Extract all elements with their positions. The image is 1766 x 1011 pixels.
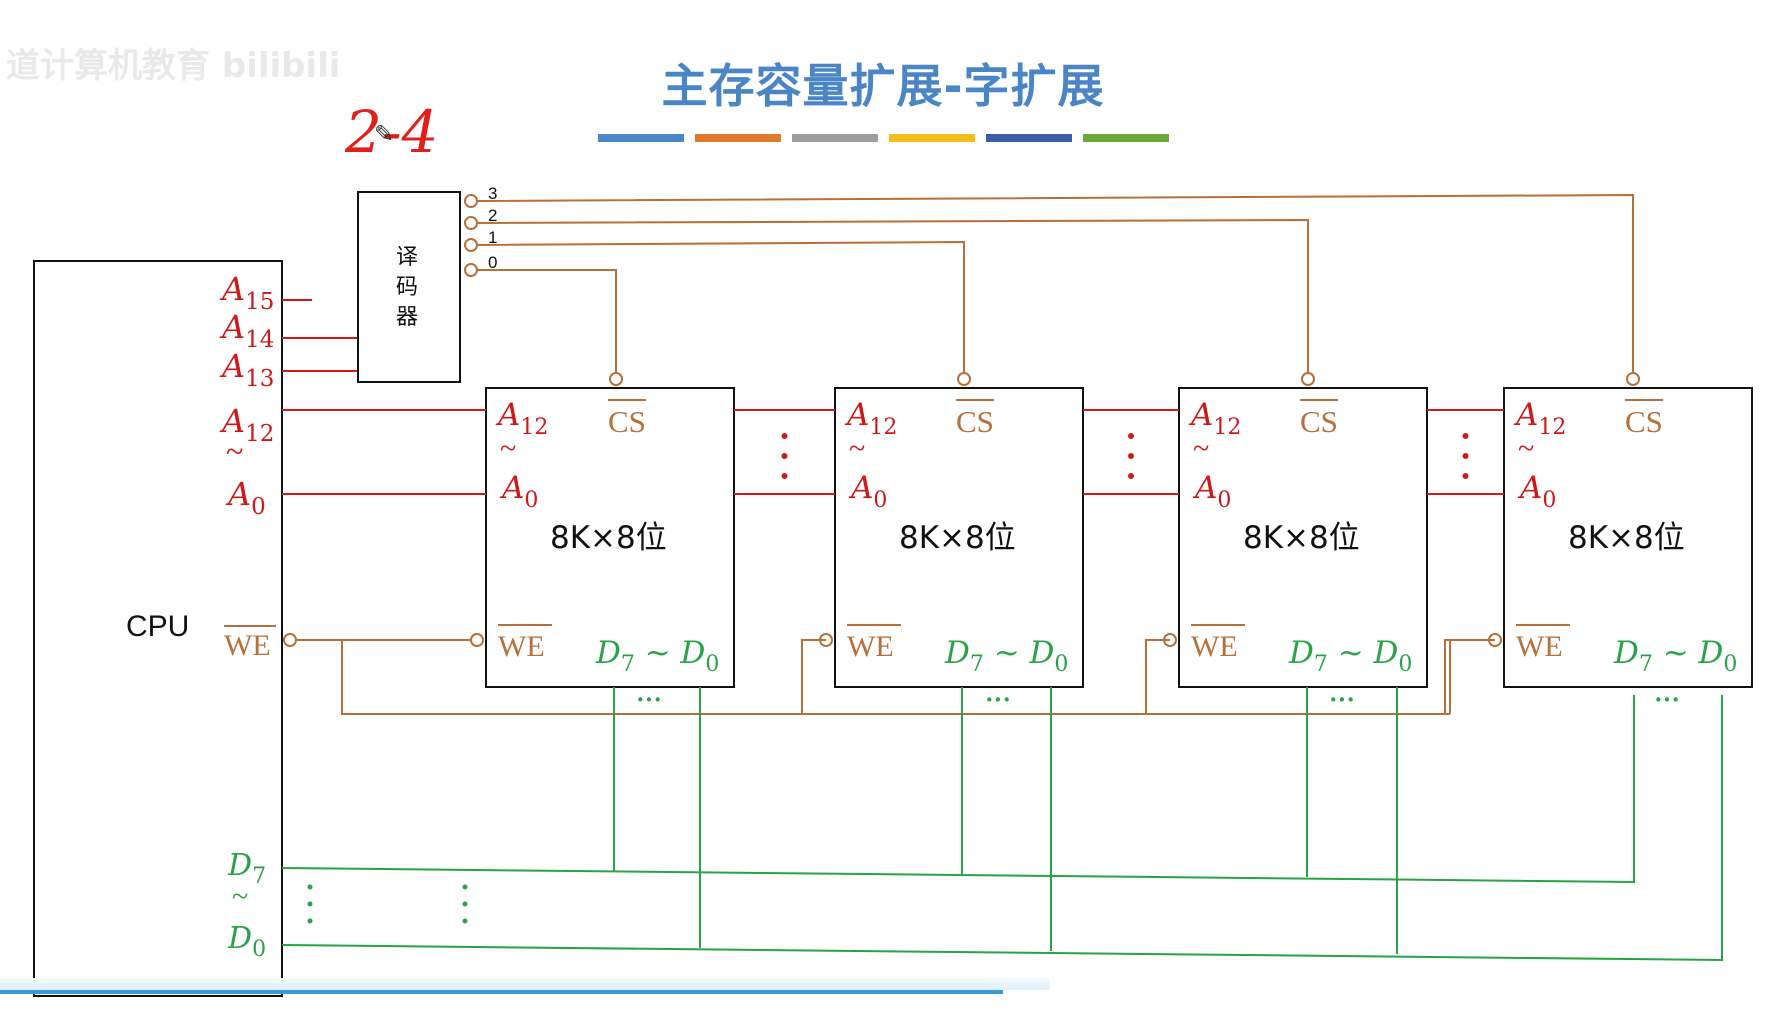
chip-4-a0: A0 xyxy=(1517,470,1556,513)
cpu-pin-d0: D0 xyxy=(227,921,266,962)
chip-4-data-dots: ··· xyxy=(1654,685,1680,714)
color-bar-2 xyxy=(695,134,781,142)
bus-addr-dot xyxy=(1128,473,1134,479)
chip-1-data-dots: ··· xyxy=(636,685,662,714)
decoder-label: 码 xyxy=(396,275,418,300)
chip-1-cs-bubble xyxy=(609,372,623,386)
color-bar-4 xyxy=(889,134,975,142)
chip-4-cs: CS xyxy=(1625,404,1663,439)
decoder-output-bubble-1 xyxy=(464,238,478,252)
bus-data-dot xyxy=(462,884,468,890)
chip-3-addr-tilde: ~ xyxy=(1193,432,1209,465)
chip-3-capacity: 8K×8位 xyxy=(1243,520,1360,556)
watermark: 道计算机教育 bilibili xyxy=(6,46,341,86)
wire-decoder-0-cs1 xyxy=(477,269,617,373)
bus-d7 xyxy=(281,695,1635,884)
bus-addr-dot xyxy=(1462,453,1469,459)
decoder-label: 译 xyxy=(396,245,418,270)
decoder-output-label-2: 2 xyxy=(488,206,497,225)
slide-title: 主存容量扩展-字扩展 xyxy=(661,59,1105,113)
memory-chip-2 xyxy=(834,387,1084,688)
decoder-box xyxy=(357,191,461,383)
decoder-output-label-0: 0 xyxy=(488,253,497,272)
decoder-output-bubble-3 xyxy=(464,194,478,208)
chip-4-cs-bubble xyxy=(1626,372,1640,386)
chip-2-a0: A0 xyxy=(848,470,887,513)
bus-addr-dot xyxy=(1128,453,1134,459)
bus-addr-dot xyxy=(781,473,788,479)
bus-addr-dot xyxy=(1128,433,1134,439)
bus-we-branch-3 xyxy=(1145,639,1170,714)
chip-2-cs-bubble xyxy=(957,372,971,386)
chip-1-we-bubble xyxy=(470,633,484,647)
chip-1-a0: A0 xyxy=(499,470,538,513)
chip-3-cs-bubble xyxy=(1301,372,1315,386)
chip-1-data-pins: D7 ~ D0 xyxy=(595,635,719,677)
bus-addr-dot xyxy=(781,433,788,439)
wire-decoder-1-cs2 xyxy=(476,240,965,373)
cpu-data-dot xyxy=(307,884,313,890)
decoder-output-label-1: 1 xyxy=(488,228,497,247)
bus-we-main xyxy=(341,640,1450,715)
cpu-data-dot xyxy=(307,901,313,907)
pencil-cursor-icon: ✎ xyxy=(374,121,395,148)
video-progress-bar[interactable] xyxy=(0,990,1003,994)
bus-data-dot xyxy=(462,918,468,924)
cpu-label: CPU xyxy=(126,610,189,643)
chip-4-addr-tilde: ~ xyxy=(1518,432,1534,465)
cpu-pin-we: WE xyxy=(224,629,271,662)
bus-d0 xyxy=(281,695,1723,962)
chip-1-cs: CS xyxy=(608,404,646,439)
bus-we-branch-4 xyxy=(1444,639,1495,714)
cpu-box xyxy=(33,260,283,997)
cpu-we-bubble xyxy=(283,633,297,647)
bus-addr-dot xyxy=(1462,433,1469,439)
chip-3-data-dots: ··· xyxy=(1329,685,1355,714)
memory-chip-4 xyxy=(1503,387,1753,688)
cpu-pin-a0: A0 xyxy=(225,475,266,520)
bus-data-dot xyxy=(462,901,468,907)
chip-2-data-dots: ··· xyxy=(985,685,1011,714)
cpu-pin-a13: A13 xyxy=(219,347,274,392)
wire-decoder-2-cs3 xyxy=(476,218,1309,373)
bus-addr-dot xyxy=(781,453,788,459)
handwritten-annotation: 2-4 xyxy=(345,98,439,166)
chip-1-capacity: 8K×8位 xyxy=(550,520,667,556)
chip-2-cs: CS xyxy=(956,404,994,439)
chip-3-cs: CS xyxy=(1300,404,1338,439)
memory-chip-1 xyxy=(485,387,735,688)
decoder-output-bubble-0 xyxy=(464,263,478,277)
chip-1-addr-tilde: ~ xyxy=(500,432,516,465)
color-bar-5 xyxy=(986,134,1072,142)
chip-1-we: WE xyxy=(498,630,545,663)
chip-3-a0: A0 xyxy=(1192,470,1231,513)
decoder-output-bubble-2 xyxy=(464,216,478,230)
cpu-data-dot xyxy=(307,918,313,924)
decoder-label: 器 xyxy=(396,305,418,330)
color-bar-3 xyxy=(792,134,878,142)
memory-chip-3 xyxy=(1178,387,1428,688)
cpu-addr-tilde: ~ xyxy=(226,433,243,469)
chip-4-data-pins: D7 ~ D0 xyxy=(1613,635,1737,677)
bus-addr-dot xyxy=(1462,473,1469,479)
decoder-output-label-3: 3 xyxy=(488,184,497,203)
chip-3-data-pins: D7 ~ D0 xyxy=(1288,635,1412,677)
cpu-data-tilde: ~ xyxy=(232,880,248,913)
chip-3-we: WE xyxy=(1191,630,1238,663)
chip-2-we: WE xyxy=(847,630,894,663)
chip-4-we: WE xyxy=(1516,630,1563,663)
chip-2-data-pins: D7 ~ D0 xyxy=(944,635,1068,677)
chip-2-addr-tilde: ~ xyxy=(849,432,865,465)
chip-2-capacity: 8K×8位 xyxy=(899,520,1016,556)
wire-decoder-3-cs4 xyxy=(476,193,1634,373)
chip-4-capacity: 8K×8位 xyxy=(1568,520,1685,556)
video-progress-track[interactable] xyxy=(0,978,1050,990)
color-bar-6 xyxy=(1083,134,1169,142)
bus-we-branch-2 xyxy=(801,639,826,714)
color-bar-1 xyxy=(598,134,684,142)
